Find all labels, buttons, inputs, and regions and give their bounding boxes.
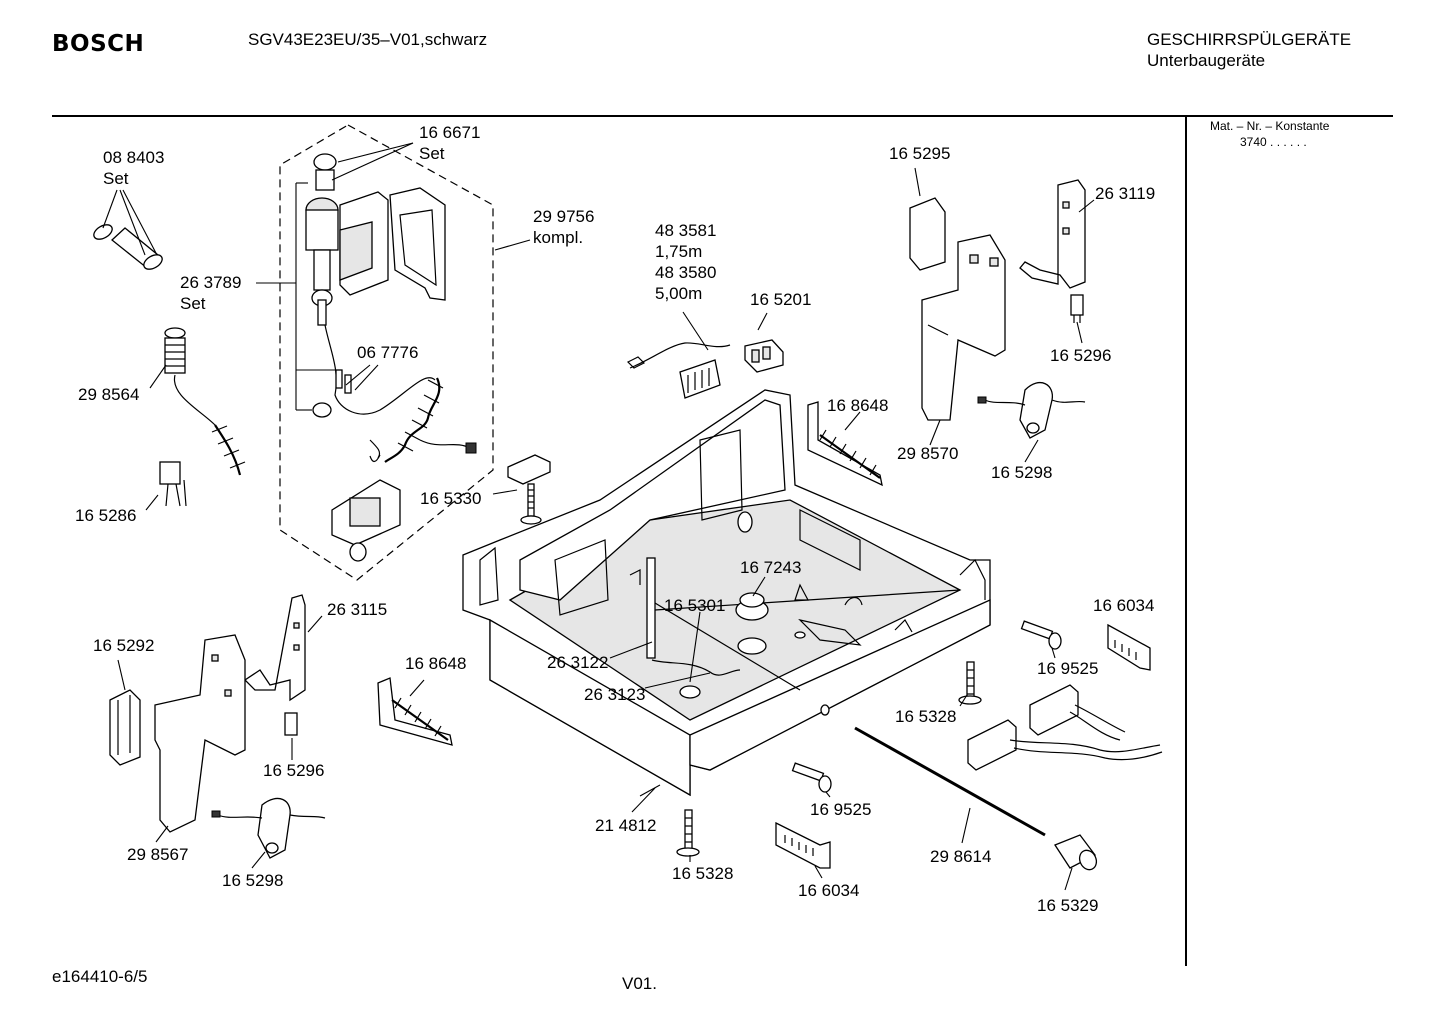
rod-298614 [854, 726, 1046, 837]
mat-nr-value: 3740 . . . . . . [1240, 135, 1307, 149]
assembly-dashed-outline [279, 124, 494, 581]
label-168648-top: 16 8648 [827, 396, 889, 415]
label-263789: 26 3789 [180, 273, 242, 292]
label-167243: 16 7243 [740, 558, 802, 577]
label-263115: 26 3115 [327, 600, 388, 619]
screw-165328-right [958, 661, 982, 705]
label-500m: 5,00m [655, 284, 703, 303]
label-169525-right: 16 9525 [1037, 659, 1099, 678]
label-263123: 26 3123 [584, 685, 646, 704]
label-165201: 16 5201 [750, 290, 812, 309]
base-tub [462, 389, 991, 797]
model-title: SGV43E23EU/35–V01,schwarz [248, 30, 488, 49]
label-175m: 1,75m [655, 242, 703, 261]
label-165286: 16 5286 [75, 506, 137, 525]
clip-165296-bottom [284, 712, 298, 736]
label-263119: 26 3119 [1095, 184, 1156, 203]
connector-block [744, 339, 784, 373]
mat-nr-label: Mat. – Nr. – Konstante [1210, 119, 1330, 133]
label-298614: 29 8614 [930, 847, 992, 866]
connection-cable [626, 342, 731, 399]
bracket-26-3119 [1019, 179, 1086, 289]
connector-166034-right [1107, 623, 1151, 671]
label-166034-right: 16 6034 [1093, 596, 1155, 615]
bracket-26-3115 [243, 594, 306, 702]
wiring-harness [967, 684, 1163, 771]
label-483580: 48 3580 [655, 263, 717, 282]
label-168648-bottom: 16 8648 [405, 654, 467, 673]
spring-element-top [807, 401, 883, 487]
connector-166034-bottom [775, 821, 831, 869]
hose-with-clamps [93, 224, 163, 270]
clip-165296-top [1070, 294, 1084, 323]
label-088403-set: Set [103, 169, 129, 188]
document-id: e164410-6/5 [52, 967, 148, 986]
motor-165298-bottom [211, 797, 326, 859]
label-298567: 29 8567 [127, 845, 189, 864]
category-title: GESCHIRRSPÜLGERÄTE [1147, 30, 1352, 49]
bracket-top-right [909, 197, 1006, 421]
screw-165328-bottom [676, 809, 700, 857]
label-298570: 29 8570 [897, 444, 959, 463]
label-483581: 48 3581 [655, 221, 717, 240]
label-165298-top: 16 5298 [991, 463, 1053, 482]
label-299756: 29 9756 [533, 207, 595, 226]
label-165329: 16 5329 [1037, 896, 1099, 915]
label-165301: 16 5301 [664, 596, 726, 615]
label-214812: 21 4812 [595, 816, 657, 835]
label-088403: 08 8403 [103, 148, 165, 167]
label-067776: 06 7776 [357, 343, 419, 362]
label-165296-top: 16 5296 [1050, 346, 1112, 365]
label-166671-set: Set [419, 144, 445, 163]
leader-lines [102, 142, 1095, 891]
motor-165298-top [977, 381, 1086, 439]
label-165328-bottom: 16 5328 [672, 864, 734, 883]
water-inlet-valve-assembly [305, 153, 477, 562]
label-165296-bottom: 16 5296 [263, 761, 325, 780]
version-label: V01. [622, 974, 657, 993]
label-165328-right: 16 5328 [895, 707, 957, 726]
label-165295: 16 5295 [889, 144, 951, 163]
subcategory-title: Unterbaugeräte [1147, 51, 1266, 70]
spring-element-bottom [377, 677, 453, 746]
label-166671: 16 6671 [419, 123, 481, 142]
sensor-with-screw [507, 454, 551, 525]
label-165292: 16 5292 [93, 636, 155, 655]
label-169525-bottom: 16 9525 [810, 800, 872, 819]
label-299756-kompl: kompl. [533, 228, 584, 247]
label-165330: 16 5330 [420, 489, 482, 508]
label-166034-bottom: 16 6034 [798, 881, 860, 900]
screw-169525-right [1020, 620, 1062, 650]
bracket-298567 [154, 634, 246, 833]
cap-165329 [1054, 834, 1098, 871]
bracket-165292 [109, 689, 141, 766]
brand-logo: BOSCH [52, 31, 145, 57]
label-165298-bottom: 16 5298 [222, 871, 284, 890]
clip-part [159, 461, 187, 507]
screw-169525-bottom [791, 762, 832, 793]
label-263789-set: Set [180, 294, 206, 313]
drain-hose [164, 327, 246, 476]
label-298564: 29 8564 [78, 385, 140, 404]
label-263122: 26 3122 [547, 653, 609, 672]
